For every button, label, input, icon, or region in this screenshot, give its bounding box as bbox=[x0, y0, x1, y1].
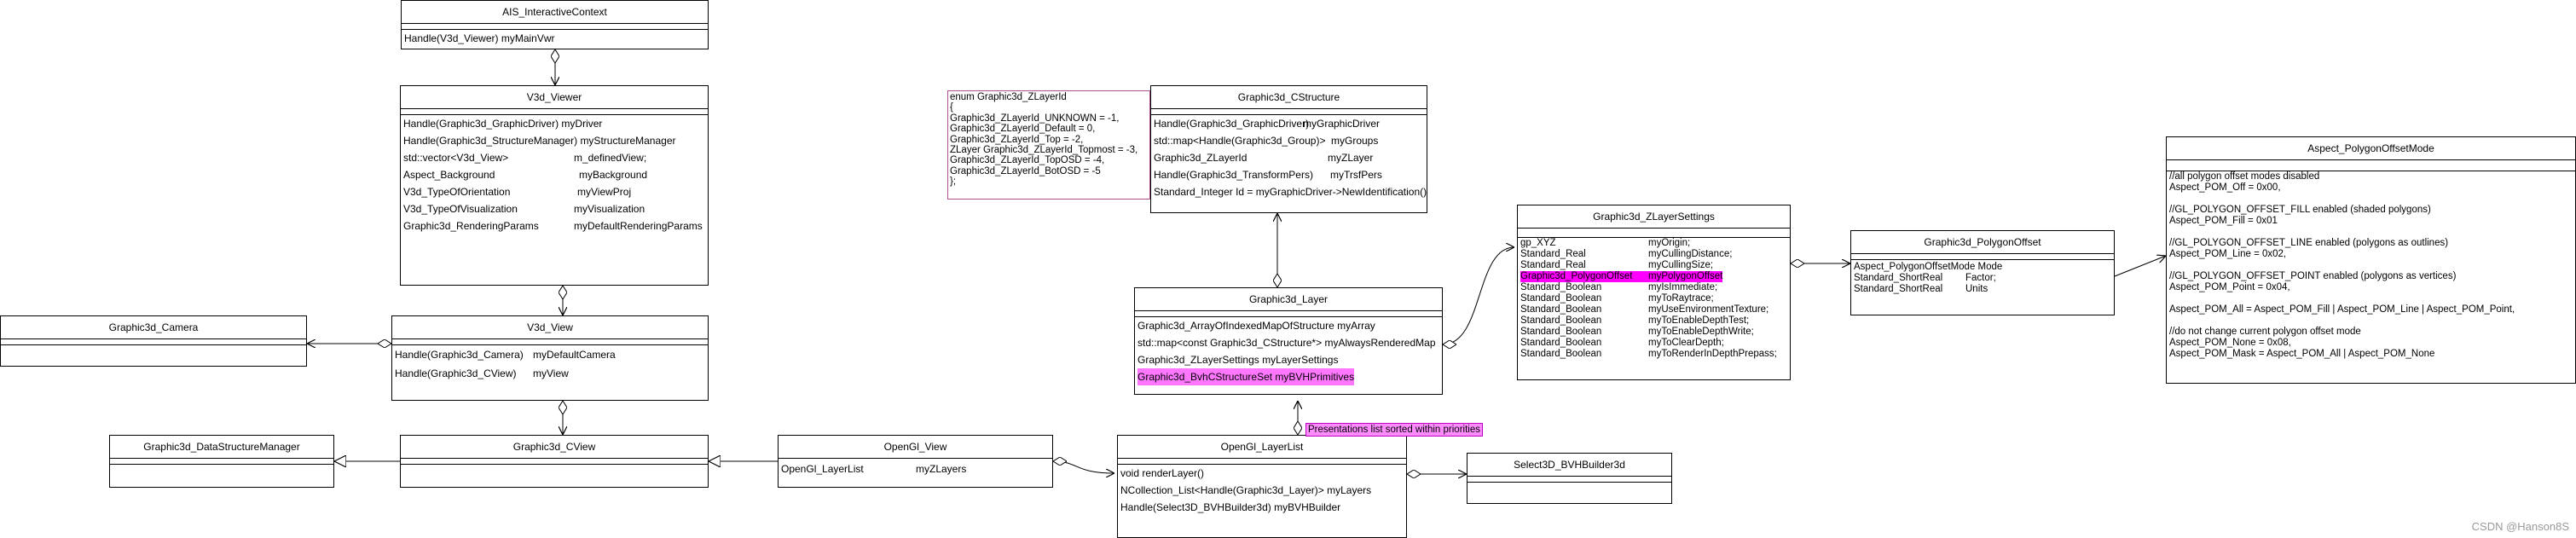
member: Aspect_PolygonOffsetMode Mode bbox=[1854, 262, 2003, 272]
edge-label-presentations: Presentations list sorted within priorit… bbox=[1305, 423, 1483, 437]
member-highlighted: Graphic3d_BvhCStructureSet myBVHPrimitiv… bbox=[1135, 368, 1442, 385]
class-title: Select3D_BVHBuilder3d bbox=[1467, 454, 1671, 477]
class-graphic3d-cview: Graphic3d_CView bbox=[400, 435, 709, 488]
enum-line: Aspect_POM_Point = 0x04, bbox=[2169, 282, 2290, 292]
enum-line bbox=[2167, 194, 2575, 205]
class-title: V3d_View bbox=[392, 316, 708, 339]
member: Handle(Graphic3d_GraphicDriver)myGraphic… bbox=[1154, 118, 1381, 130]
watermark: CSDN @Hanson8S bbox=[2471, 520, 2569, 533]
enum-line bbox=[2167, 260, 2575, 271]
member: Graphic3d_ZLayerSettings myLayerSettings bbox=[1137, 354, 1339, 366]
member: Graphic3d_ArrayOfIndexedMapOfStructure m… bbox=[1137, 320, 1375, 332]
class-title: Graphic3d_Camera bbox=[1, 316, 306, 339]
class-title: Graphic3d_CStructure bbox=[1151, 86, 1427, 109]
member: Handle(Graphic3d_Camera)myDefaultCamera bbox=[395, 349, 616, 361]
class-title: AIS_InteractiveContext bbox=[402, 1, 708, 24]
class-ais-interactive-context: AIS_InteractiveContext Handle(V3d_Viewer… bbox=[401, 0, 709, 49]
class-v3d-viewer: V3d_Viewer Handle(Graphic3d_GraphicDrive… bbox=[400, 85, 709, 286]
member: Handle(V3d_Viewer) myMainVwr bbox=[404, 32, 555, 44]
class-graphic3d-data-structure-manager: Graphic3d_DataStructureManager bbox=[109, 435, 334, 488]
class-v3d-view: V3d_View Handle(Graphic3d_Camera)myDefau… bbox=[391, 315, 709, 401]
enum-line: Aspect_POM_None = 0x08, bbox=[2169, 338, 2291, 348]
class-title: Graphic3d_Layer bbox=[1135, 288, 1442, 311]
enum-line: //GL_POLYGON_OFFSET_FILL enabled (shaded… bbox=[2169, 205, 2431, 215]
member: std::map<const Graphic3d_CStructure*> my… bbox=[1137, 337, 1436, 349]
class-select3d-bvhbuilder3d: Select3D_BVHBuilder3d bbox=[1467, 453, 1672, 504]
enum-line: Aspect_POM_Off = 0x00, bbox=[2169, 182, 2281, 193]
class-title: Graphic3d_ZLayerSettings bbox=[1518, 205, 1790, 229]
enum-line bbox=[2167, 315, 2575, 327]
enum-line: //do not change current polygon offset m… bbox=[2169, 327, 2361, 337]
member: std::vector<V3d_View>m_definedView; bbox=[403, 152, 647, 164]
class-graphic3d-polygonoffset: Graphic3d_PolygonOffset Aspect_PolygonOf… bbox=[1850, 230, 2115, 315]
class-opengl-layerlist: OpenGl_LayerList void renderLayer() NCol… bbox=[1117, 435, 1407, 538]
class-title: OpenGl_LayerList bbox=[1118, 436, 1406, 459]
member: Standard_Integer Id = myGraphicDriver->N… bbox=[1154, 186, 1427, 198]
enum-line: //GL_POLYGON_OFFSET_LINE enabled (polygo… bbox=[2169, 238, 2449, 248]
enum-line bbox=[2167, 227, 2575, 238]
class-title: Graphic3d_CView bbox=[401, 436, 708, 459]
class-title: OpenGl_View bbox=[779, 436, 1052, 459]
class-aspect-polygonoffsetmode: Aspect_PolygonOffsetMode //all polygon o… bbox=[2166, 136, 2576, 384]
member: Handle(Select3D_BVHBuilder3d) myBVHBuild… bbox=[1120, 501, 1341, 513]
enum-line: Aspect_POM_All = Aspect_POM_Fill | Aspec… bbox=[2169, 304, 2515, 315]
member: void renderLayer() bbox=[1120, 467, 1205, 479]
enum-line: //all polygon offset modes disabled bbox=[2169, 171, 2320, 182]
enum-line: Aspect_POM_Line = 0x02, bbox=[2169, 249, 2287, 259]
class-graphic3d-layer: Graphic3d_Layer Graphic3d_ArrayOfIndexed… bbox=[1134, 287, 1443, 395]
edge-layer-zlayer bbox=[1443, 247, 1514, 344]
edge-openglview-layerlist bbox=[1053, 461, 1114, 473]
member: NCollection_List<Handle(Graphic3d_Layer)… bbox=[1120, 484, 1372, 496]
member: Handle(Graphic3d_GraphicDriver) myDriver bbox=[403, 118, 603, 130]
class-title: Graphic3d_PolygonOffset bbox=[1851, 231, 2114, 254]
member: std::map<Handle(Graphic3d_Group)>myGroup… bbox=[1154, 135, 1379, 147]
class-graphic3d-camera: Graphic3d_Camera bbox=[0, 315, 307, 367]
class-title: V3d_Viewer bbox=[401, 86, 708, 109]
enum-zlayerid-note: enum Graphic3d_ZLayerId { Graphic3d_ZLay… bbox=[947, 90, 1150, 200]
class-title: Graphic3d_DataStructureManager bbox=[110, 436, 333, 459]
enum-line: Aspect_POM_Mask = Aspect_POM_All | Aspec… bbox=[2169, 349, 2435, 359]
enum-line bbox=[2167, 293, 2575, 304]
class-graphic3d-cstructure: Graphic3d_CStructure Handle(Graphic3d_Gr… bbox=[1150, 85, 1427, 213]
class-title: Aspect_PolygonOffsetMode bbox=[2167, 137, 2575, 160]
member: Handle(Graphic3d_CView)myView bbox=[395, 367, 569, 379]
member: Handle(Graphic3d_StructureManager) myStr… bbox=[403, 135, 676, 147]
enum-line: Aspect_POM_Fill = 0x01 bbox=[2169, 216, 2278, 226]
member: Handle(Graphic3d_TransformPers)myTrsfPer… bbox=[1154, 169, 1382, 181]
edge-polygonoffset-mode bbox=[2114, 256, 2166, 277]
enum-line: //GL_POLYGON_OFFSET_POINT enabled (polyg… bbox=[2169, 271, 2457, 281]
